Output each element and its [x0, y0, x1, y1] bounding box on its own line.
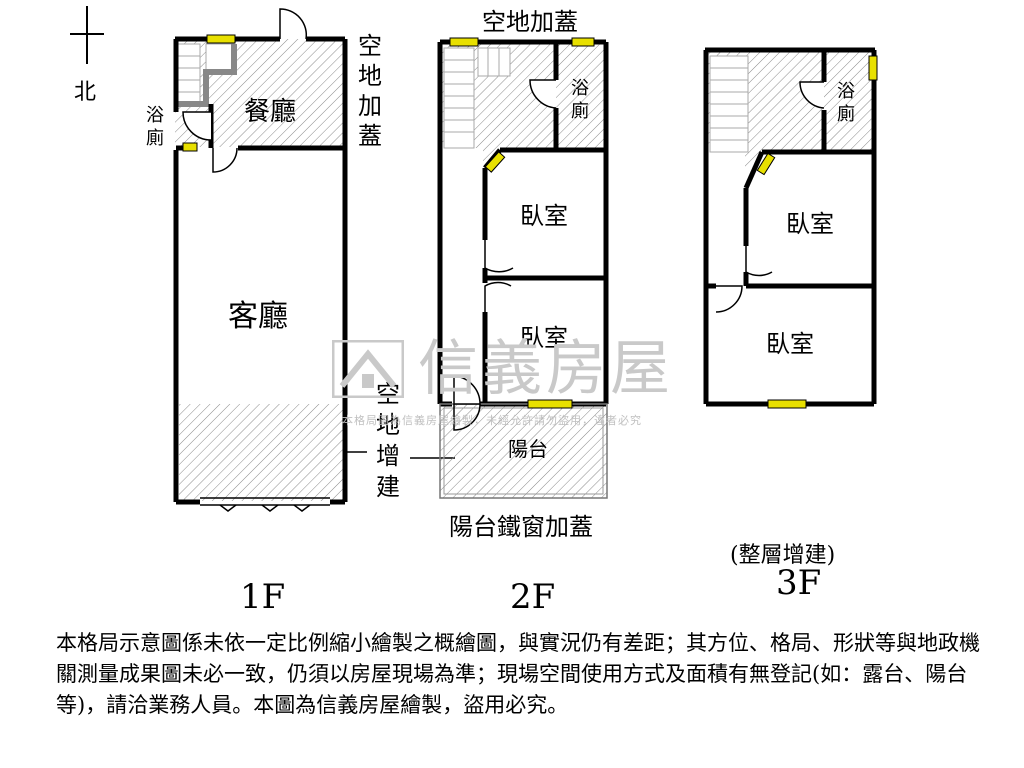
2f-bedroom-a-door — [484, 240, 514, 273]
1f-window-bath — [182, 142, 198, 152]
2f-bedroom-b-label: 臥室 — [520, 324, 568, 352]
2f-bedroom-a-label: 臥室 — [520, 202, 568, 230]
1f-bath-label-2: 廁 — [146, 127, 164, 149]
2f-stairs — [443, 47, 511, 149]
3f-bedroom-a-label: 臥室 — [786, 210, 834, 238]
2f-window-bedroom-b — [527, 399, 573, 409]
3f-window-bottom — [767, 399, 807, 409]
3f-bath-door — [799, 81, 825, 109]
1f-bottom-note-4: 建 — [376, 473, 400, 501]
1f-bottom-note-3: 增 — [376, 442, 400, 470]
2f-balcony-door — [453, 375, 481, 405]
2f-balcony-frame — [439, 403, 608, 499]
2f-window-corner — [484, 151, 506, 173]
2f-top-note: 空地加蓋 — [482, 8, 578, 36]
3f-floor-label: 3F — [776, 563, 821, 603]
1f-side-note-2: 地 — [358, 62, 382, 90]
2f-bath-label-1: 浴 — [571, 78, 589, 99]
2f-bath-door — [529, 79, 557, 109]
3f-window-bath — [868, 55, 878, 81]
floor-1f: 餐廳 浴 廁 客廳 空 地 加 蓋 空 地 增 建 1F — [146, 8, 455, 617]
3f-bath-label-2: 廁 — [837, 103, 855, 125]
1f-sliding-door — [200, 497, 330, 512]
floor-2f: 空地加蓋 浴 廁 臥室 臥室 陽台 陽台鐵窗加蓋 2F — [437, 8, 609, 617]
2f-balcony-hatch — [440, 404, 607, 498]
1f-side-note-1: 空 — [358, 32, 382, 60]
1f-floor-label: 1F — [240, 577, 285, 617]
1f-bottom-note-1: 空 — [376, 380, 400, 408]
1f-bottom-note-2: 地 — [376, 411, 400, 439]
1f-living-label: 客廳 — [228, 299, 288, 334]
1f-dining-door — [212, 147, 238, 173]
north-label: 北 — [74, 80, 96, 105]
2f-bedroom-b-door — [484, 281, 512, 312]
3f-note: (整層增建) — [730, 543, 835, 568]
3f-stairs — [709, 55, 749, 153]
floor-3f: 浴 廁 臥室 臥室 (整層增建) 3F — [703, 47, 878, 603]
1f-side-note-3: 加 — [358, 92, 382, 120]
3f-window-corner — [756, 152, 776, 176]
disclaimer-text: 本格局示意圖係未依一定比例縮小繪製之概繪圖，與實況仍有差距；其方位、格局、形狀等… — [56, 631, 980, 717]
1f-window-top — [206, 34, 236, 44]
3f-bedroom-a-door — [745, 246, 773, 277]
1f-bath-door — [182, 111, 212, 141]
compass: 北 — [70, 6, 104, 105]
2f-bath-label-2: 廁 — [571, 100, 589, 122]
2f-window-top-1 — [449, 37, 479, 47]
2f-bottom-note: 陽台鐵窗加蓋 — [449, 513, 593, 541]
3f-bedroom-b-label: 臥室 — [766, 330, 814, 358]
1f-side-note-4: 蓋 — [358, 122, 382, 150]
2f-balcony-label: 陽台 — [508, 437, 548, 461]
3f-bath-label-1: 浴 — [837, 81, 855, 102]
1f-bath-label-1: 浴 — [146, 105, 164, 126]
3f-bedroom-b-door — [715, 285, 743, 313]
2f-floor-label: 2F — [510, 577, 555, 617]
1f-dining-label: 餐廳 — [244, 97, 296, 127]
1f-north-door — [279, 8, 308, 40]
1f-hatch-bottom — [179, 404, 343, 501]
2f-window-top-2 — [571, 37, 595, 47]
